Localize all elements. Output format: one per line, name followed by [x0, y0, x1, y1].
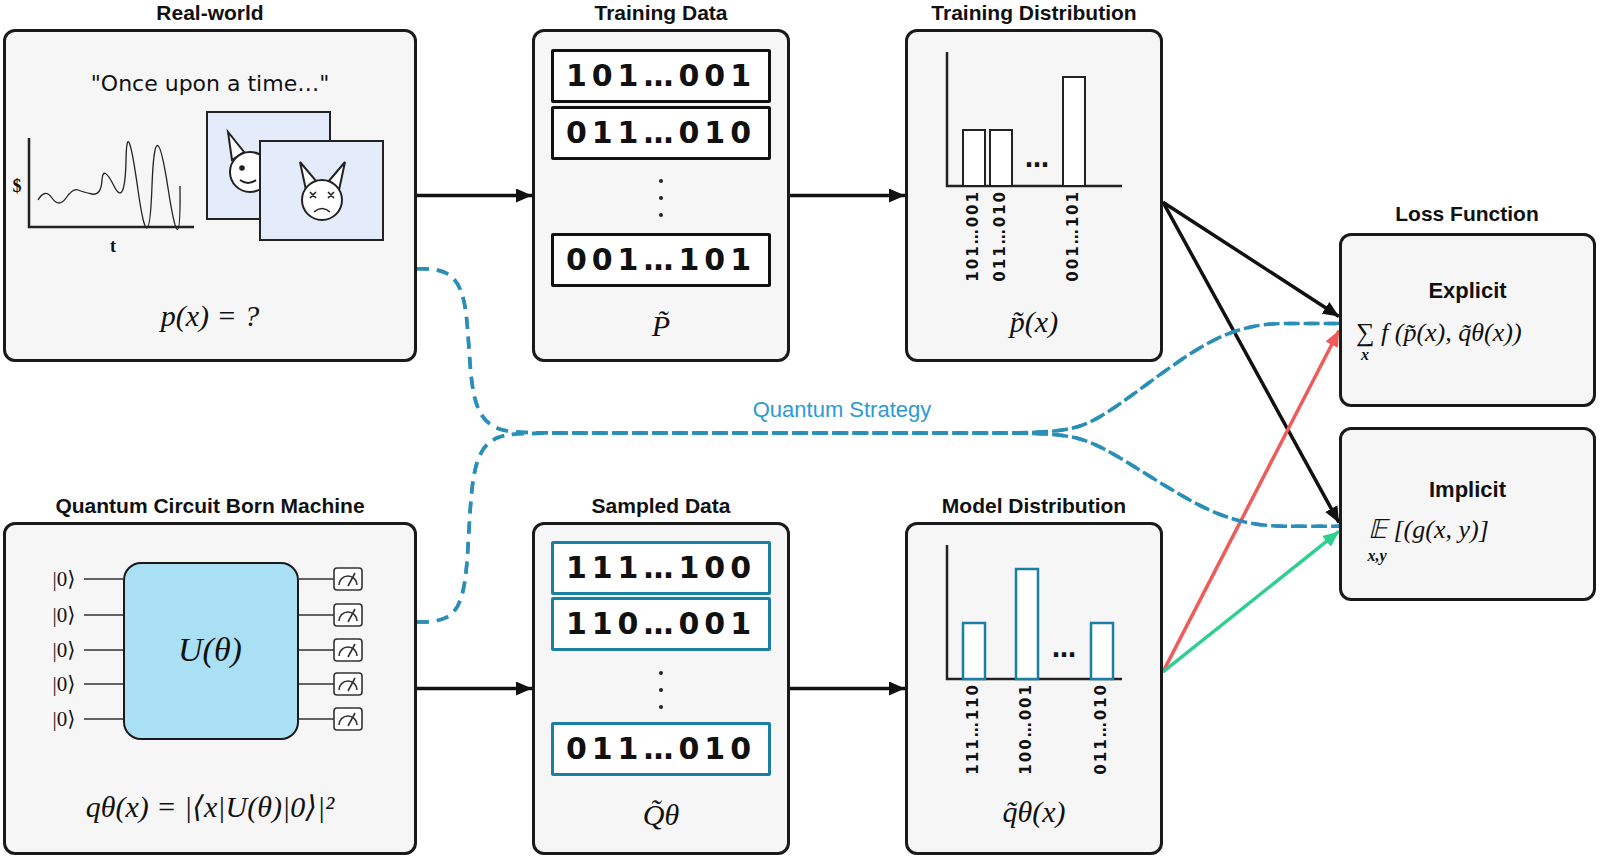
- bitstring-box: 101…001: [551, 49, 771, 103]
- bitstring: 110…001: [566, 607, 756, 642]
- formula: q̃θ(x): [1002, 795, 1065, 830]
- loss-name: Explicit: [1428, 278, 1506, 303]
- bitstring-box: 011…010: [551, 106, 771, 160]
- panel-heading: Quantum Circuit Born Machine: [55, 494, 364, 518]
- sampled-data-panel: Sampled DataQ̃θ111…100110…001011…010: [532, 522, 790, 855]
- ellipsis: …: [1025, 146, 1049, 174]
- training-data-panel: Training DataP̃101…001011…010001…101: [532, 29, 790, 362]
- ellipsis: …: [1052, 636, 1076, 664]
- qubit-input: |0⟩: [53, 638, 76, 662]
- example-text: "Once upon a time…": [91, 71, 330, 96]
- panel-heading: Training Data: [594, 1, 727, 25]
- qubit-input: |0⟩: [53, 707, 76, 731]
- price-chart: [29, 138, 194, 230]
- group-heading: Loss Function: [1395, 202, 1539, 226]
- bin-label: 101…001: [965, 190, 982, 282]
- bitstring-box: 001…101: [551, 233, 771, 287]
- bitstring-box: 111…100: [551, 541, 771, 595]
- bitstring-box: 110…001: [551, 597, 771, 651]
- panel-heading: Sampled Data: [592, 494, 731, 518]
- bitstring: 011…010: [566, 732, 756, 767]
- formula: qθ(x) = |⟨x|U(θ)|0⟩|²: [86, 790, 334, 825]
- distribution-panel: Training Distributionp̃(x): [905, 29, 1163, 362]
- unitary-box: U(θ): [123, 562, 299, 740]
- strategy-connector: [417, 323, 1339, 621]
- loss-name: Implicit: [1429, 477, 1506, 502]
- axis-label: $: [13, 176, 22, 197]
- formula: 𝔼 [(g(x, y)]: [1368, 515, 1489, 545]
- axis-label: t: [110, 236, 116, 257]
- bin-label: 011…010: [1093, 683, 1110, 775]
- model-histogram: [947, 545, 1122, 679]
- formula: P̃: [652, 309, 670, 344]
- flow-arrow: [790, 194, 905, 198]
- bin-label: 100…001: [1018, 683, 1035, 775]
- qubit-input: |0⟩: [53, 672, 76, 696]
- bin-label: 111…110: [965, 683, 982, 775]
- cat-images: [207, 112, 383, 240]
- flow-arrow: [790, 687, 905, 691]
- bin-label: 001…101: [1065, 190, 1082, 282]
- flow-arrow: [417, 687, 532, 691]
- flow-arrow: [1163, 202, 1339, 316]
- unitary-label: U(θ): [178, 630, 242, 669]
- qubit-input: |0⟩: [53, 603, 76, 627]
- row-ellipsis: [659, 179, 663, 709]
- flow-arrow: [1163, 531, 1339, 671]
- real-world-panel: Real-world"Once upon a time…"p(x) = ?: [3, 29, 417, 362]
- flow-arrow: [1163, 202, 1339, 523]
- qubit-input: |0⟩: [53, 567, 76, 591]
- bitstring: 101…001: [566, 59, 756, 94]
- loss-box: Implicit 𝔼 [(g(x, y)]: [1339, 427, 1596, 601]
- flow-arrow: [417, 194, 532, 198]
- formula: p(x) = ?: [161, 299, 260, 334]
- bitstring: 011…010: [566, 116, 756, 151]
- formula: Q̃θ: [643, 798, 679, 833]
- panel-heading: Training Distribution: [931, 1, 1136, 25]
- panel-heading: Real-world: [156, 1, 263, 25]
- subscript: x,y: [1367, 547, 1386, 565]
- formula: p̃(x): [1010, 305, 1058, 340]
- connector-label: Quantum Strategy: [749, 397, 936, 422]
- bitstring: 001…101: [566, 243, 756, 278]
- bitstring: 111…100: [566, 551, 756, 586]
- flow-arrow: [1163, 330, 1339, 671]
- bin-label: 011…010: [992, 190, 1009, 282]
- formula: ∑ f (p̃(x), q̃θ(x)): [1356, 318, 1522, 348]
- loss-box: Explicit ∑ f (p̃(x), q̃θ(x)): [1339, 233, 1596, 407]
- circuit-wires: [84, 568, 362, 730]
- bitstring-box: 011…010: [551, 722, 771, 776]
- training-histogram: [947, 52, 1122, 186]
- panel-heading: Model Distribution: [942, 494, 1126, 518]
- subscript: x: [1361, 346, 1369, 364]
